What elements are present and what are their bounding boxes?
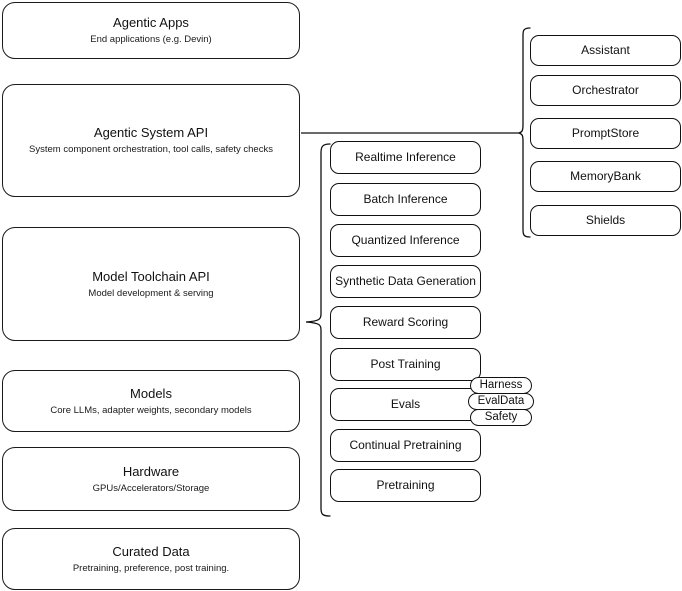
layer-box-models[interactable]: Models Core LLMs, adapter weights, secon… [2, 370, 300, 432]
eval-badge-label: Harness [479, 378, 523, 391]
layer-title: Curated Data [112, 543, 190, 559]
layer-title: Agentic System API [93, 125, 209, 140]
capability-box-evals[interactable]: Evals [330, 388, 481, 421]
eval-badge-harness[interactable]: Harness [470, 377, 532, 394]
component-label: Orchestrator [572, 83, 639, 97]
capability-box-batch-inference[interactable]: Batch Inference [330, 183, 481, 216]
layer-box-curated-data[interactable]: Curated Data Pretraining, preference, po… [2, 528, 300, 590]
brace-middle-path [305, 143, 331, 517]
capability-label: Reward Scoring [362, 315, 449, 329]
capability-label: Batch Inference [363, 192, 448, 206]
component-box-orchestrator[interactable]: Orchestrator [530, 75, 681, 106]
capability-box-continual-pretraining[interactable]: Continual Pretraining [330, 429, 481, 462]
layer-box-hardware[interactable]: Hardware GPUs/Accelerators/Storage [2, 447, 300, 511]
layer-subtitle: Model development & serving [88, 287, 214, 299]
layer-subtitle: GPUs/Accelerators/Storage [92, 482, 210, 494]
capability-box-pretraining[interactable]: Pretraining [330, 469, 481, 502]
layer-title: Model Toolchain API [92, 268, 210, 284]
capability-label: Evals [390, 397, 421, 411]
capability-box-reward-scoring[interactable]: Reward Scoring [330, 306, 481, 339]
layer-subtitle: End applications (e.g. Devin) [90, 34, 212, 45]
component-box-memorybank[interactable]: MemoryBank [530, 161, 681, 192]
component-label: MemoryBank [570, 169, 641, 183]
capability-box-synthetic-data-generation[interactable]: Synthetic Data Generation [330, 265, 481, 298]
component-label: PromptStore [571, 126, 640, 140]
component-box-promptstore[interactable]: PromptStore [530, 118, 681, 149]
capability-box-quantized-inference[interactable]: Quantized Inference [330, 224, 481, 257]
capability-label: Continual Pretraining [349, 438, 462, 452]
layer-subtitle: System component orchestration, tool cal… [29, 144, 273, 155]
capability-label: Realtime Inference [355, 150, 456, 164]
layer-title: Hardware [122, 463, 180, 479]
eval-badge-safety[interactable]: Safety [470, 409, 532, 426]
layer-subtitle: Pretraining, preference, post training. [72, 562, 230, 574]
component-box-shields[interactable]: Shields [530, 205, 681, 236]
capability-box-realtime-inference[interactable]: Realtime Inference [330, 141, 481, 174]
component-label: Shields [585, 213, 626, 227]
layer-box-agentic-apps[interactable]: Agentic Apps End applications (e.g. Devi… [2, 2, 300, 59]
component-box-assistant[interactable]: Assistant [530, 35, 681, 66]
capability-label: Quantized Inference [351, 233, 460, 247]
capability-label: Synthetic Data Generation [335, 274, 476, 288]
layer-box-agentic-system-api[interactable]: Agentic System API System component orch… [2, 84, 300, 197]
brace-right-path [516, 27, 531, 238]
eval-badge-label: Safety [484, 410, 518, 423]
layer-title: Agentic Apps [113, 15, 189, 30]
eval-badge-label: EvalData [477, 394, 525, 407]
capability-label: Pretraining [376, 478, 435, 492]
layer-subtitle: Core LLMs, adapter weights, secondary mo… [50, 404, 252, 416]
layer-title: Models [130, 385, 172, 401]
component-label: Assistant [581, 43, 630, 57]
capability-label: Post Training [370, 357, 441, 371]
layer-box-model-toolchain-api[interactable]: Model Toolchain API Model development & … [2, 227, 300, 341]
eval-badge-evaldata[interactable]: EvalData [468, 393, 534, 410]
capability-box-post-training[interactable]: Post Training [330, 348, 481, 381]
